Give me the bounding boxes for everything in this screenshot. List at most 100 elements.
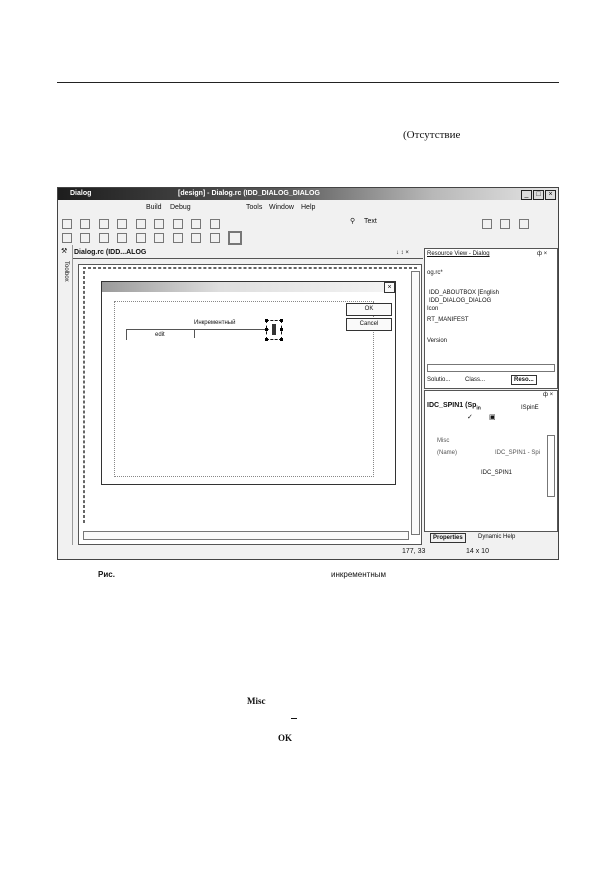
toolbar-text-label: Text bbox=[364, 218, 377, 225]
solution-explorer-icon[interactable] bbox=[482, 218, 492, 229]
properties-panel: ф × IDC_SPIN1 (Spin ISpinE ✓ ▣ Misc (Nam… bbox=[424, 390, 558, 532]
tab-solution-explorer[interactable]: Solutio... bbox=[427, 377, 451, 383]
add-item-icon[interactable] bbox=[80, 218, 91, 229]
menu-build[interactable]: Build bbox=[146, 204, 162, 211]
figure-caption-word: инкрементным bbox=[331, 570, 386, 579]
resource-view-title: Resource View - Dialog bbox=[427, 251, 490, 257]
ok-button[interactable]: OK bbox=[346, 303, 392, 316]
tab-dynamic-help[interactable]: Dynamic Help bbox=[478, 534, 516, 540]
find-text-icon[interactable]: ⚲ bbox=[350, 218, 356, 225]
menu-bar: Build Debug Tools Window Help bbox=[58, 202, 558, 212]
center-vertical-icon[interactable] bbox=[154, 232, 165, 243]
resource-view-panel: Resource View - Dialog ф × og.rc* IDD_AB… bbox=[424, 248, 558, 389]
properties-object-name: IDC_SPIN1 (Spin bbox=[427, 402, 481, 412]
properties-scrollbar[interactable] bbox=[547, 435, 555, 497]
handle-tr[interactable] bbox=[280, 319, 283, 322]
dialog-guides bbox=[114, 301, 374, 477]
handle-tl[interactable] bbox=[265, 319, 268, 322]
vertical-scrollbar[interactable] bbox=[411, 271, 420, 535]
toolbox-strip[interactable]: ⚒ Toolbox bbox=[58, 245, 73, 545]
paste-icon[interactable] bbox=[191, 218, 202, 229]
menu-help[interactable]: Help bbox=[301, 204, 316, 211]
document-tab[interactable]: Dialog.rc (IDD...ALOG bbox=[74, 249, 147, 256]
toolbar-dialog bbox=[62, 229, 302, 245]
tab-class-view[interactable]: Class... bbox=[465, 377, 486, 383]
tab-underline bbox=[73, 258, 423, 259]
handle-br[interactable] bbox=[280, 338, 283, 341]
resource-item[interactable]: og.rc* bbox=[427, 270, 443, 276]
body-dash bbox=[291, 718, 297, 719]
window-title: Dialog bbox=[70, 190, 92, 197]
horizontal-scrollbar[interactable] bbox=[83, 531, 409, 540]
tools-icon: ⚒ bbox=[61, 248, 68, 255]
resource-view-pin[interactable]: ф × bbox=[537, 251, 548, 257]
save-all-icon[interactable] bbox=[135, 218, 146, 229]
ruler-top bbox=[83, 267, 417, 269]
size-to-content-icon[interactable] bbox=[209, 232, 220, 243]
spin-arrows-icon bbox=[272, 324, 276, 335]
dialog-close-button[interactable]: × bbox=[384, 282, 395, 293]
undo-icon[interactable] bbox=[209, 218, 220, 229]
dialog-editor-pane: × OK Cancel edit Инкрементный bbox=[78, 264, 422, 545]
align-top-icon[interactable] bbox=[117, 232, 128, 243]
tab-properties[interactable]: Properties bbox=[430, 533, 466, 543]
resource-item[interactable]: IDD_ABOUTBOX [English bbox=[429, 290, 500, 296]
header-note: (Отсутствие bbox=[403, 129, 461, 141]
dialog-template[interactable]: × OK Cancel edit Инкрементный bbox=[101, 281, 396, 485]
open-icon[interactable] bbox=[98, 218, 109, 229]
handle-bl[interactable] bbox=[265, 338, 268, 341]
toggle-guides-icon[interactable] bbox=[228, 230, 243, 245]
new-project-icon[interactable] bbox=[62, 218, 72, 229]
resource-item[interactable]: IDD_DIALOG_DIALOG bbox=[429, 298, 492, 304]
menu-tools[interactable]: Tools bbox=[246, 204, 263, 211]
test-dialog-icon[interactable] bbox=[62, 232, 72, 243]
maximize-button[interactable]: □ bbox=[533, 190, 544, 200]
ruler-left bbox=[83, 271, 85, 523]
properties-pin-icon[interactable]: ф × bbox=[543, 392, 554, 398]
handle-ml[interactable] bbox=[265, 328, 268, 331]
space-across-icon[interactable] bbox=[191, 232, 202, 243]
status-position: 177, 33 bbox=[402, 548, 426, 555]
properties-events-icon[interactable]: ✓ bbox=[467, 414, 473, 421]
minimize-button[interactable]: _ bbox=[521, 190, 532, 200]
cut-icon[interactable] bbox=[154, 218, 165, 229]
center-horizontal-icon[interactable] bbox=[172, 232, 183, 243]
class-view-icon[interactable] bbox=[500, 218, 511, 229]
static-frame bbox=[194, 329, 269, 338]
property-category: Misc bbox=[437, 438, 450, 444]
menu-window[interactable]: Window bbox=[269, 204, 294, 211]
toolbox-icon[interactable] bbox=[518, 218, 529, 229]
figure-caption-label: Рис. bbox=[98, 570, 115, 579]
align-left-icon[interactable] bbox=[80, 232, 91, 243]
menu-debug[interactable]: Debug bbox=[170, 204, 191, 211]
document-tab-controls[interactable]: ↓ ↕ × bbox=[396, 250, 409, 256]
ide-screenshot: Dialog [design] - Dialog.rc (IDD_DIALOG_… bbox=[57, 187, 559, 560]
resource-item[interactable]: Icon bbox=[427, 306, 439, 312]
copy-icon[interactable] bbox=[172, 218, 183, 229]
header-rule bbox=[57, 82, 559, 83]
property-description: IDC_SPIN1 bbox=[481, 470, 513, 476]
resource-item[interactable]: Version bbox=[427, 338, 448, 344]
property-row-value[interactable]: IDC_SPIN1 - Spi bbox=[495, 450, 541, 456]
resource-scrollbar[interactable] bbox=[427, 364, 555, 372]
align-right-icon[interactable] bbox=[98, 232, 109, 243]
spin-control[interactable] bbox=[265, 319, 283, 341]
tab-resource-view[interactable]: Reso... bbox=[511, 375, 537, 385]
body-misc: Misc bbox=[247, 696, 266, 706]
toolbar-right bbox=[482, 215, 556, 229]
resource-item[interactable]: RT_MANIFEST bbox=[427, 317, 469, 323]
property-pages-icon[interactable]: ▣ bbox=[489, 414, 496, 421]
title-bar: Dialog [design] - Dialog.rc (IDD_DIALOG_… bbox=[58, 188, 558, 200]
align-bottom-icon[interactable] bbox=[135, 232, 146, 243]
edit-control[interactable]: edit bbox=[126, 329, 195, 340]
close-window-button[interactable]: × bbox=[545, 190, 556, 200]
edit-control-label: edit bbox=[155, 332, 165, 338]
static-text: Инкрементный bbox=[194, 320, 236, 326]
body-ok: OK bbox=[278, 733, 293, 743]
status-size: 14 x 10 bbox=[466, 548, 489, 555]
window-title-doc: [design] - Dialog.rc (IDD_DIALOG_DIALOG bbox=[178, 190, 320, 197]
save-icon[interactable] bbox=[117, 218, 128, 229]
cancel-button[interactable]: Cancel bbox=[346, 318, 392, 331]
handle-mr[interactable] bbox=[280, 328, 283, 331]
properties-object-type[interactable]: ISpinE bbox=[521, 405, 539, 411]
